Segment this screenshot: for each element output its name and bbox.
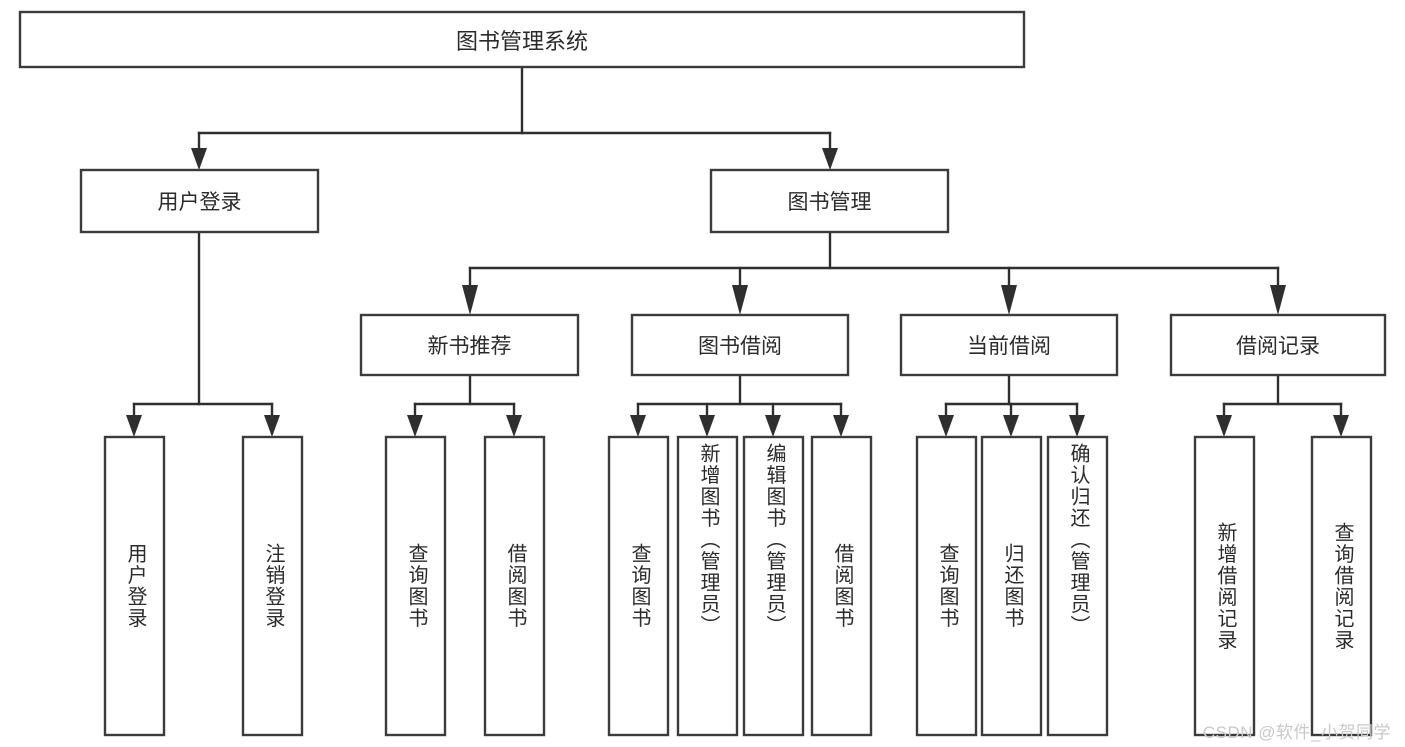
node-box-book-borrow[interactable] <box>630 313 850 377</box>
connector-bookmanage-to-level3 <box>462 230 1286 315</box>
node-box-leaf-user-login[interactable] <box>103 435 166 737</box>
node-box-current-borrow[interactable] <box>899 313 1119 377</box>
connector-userlogin-to-leaves <box>126 230 280 437</box>
node-box-leaf-confirm-return[interactable] <box>1046 435 1109 737</box>
node-box-leaf-add-record[interactable] <box>1193 435 1256 737</box>
connector-currentborrow-to-leaves <box>938 373 1085 437</box>
node-box-leaf-user-logout[interactable] <box>241 435 304 737</box>
node-box-leaf-query-book-1[interactable] <box>384 435 447 737</box>
node-box-root[interactable] <box>18 10 1026 69</box>
node-box-user-login[interactable] <box>79 168 320 234</box>
node-box-new-book-rec[interactable] <box>359 313 580 377</box>
node-box-leaf-query-book-3[interactable] <box>915 435 978 737</box>
node-box-leaf-edit-book[interactable] <box>742 435 805 737</box>
node-box-leaf-return-book[interactable] <box>980 435 1043 737</box>
node-box-leaf-query-book-2[interactable] <box>607 435 670 737</box>
connector-borrowrecord-to-leaves <box>1216 373 1349 437</box>
node-box-leaf-add-book[interactable] <box>676 435 739 737</box>
connector-bookborrow-to-leaves <box>630 373 849 437</box>
node-box-borrow-record[interactable] <box>1169 313 1387 377</box>
node-box-leaf-borrow-book-1[interactable] <box>483 435 546 737</box>
connector-newbookrec-to-leaves <box>407 373 522 437</box>
node-box-leaf-query-record[interactable] <box>1310 435 1373 737</box>
node-box-book-manage[interactable] <box>709 168 950 234</box>
connector-root-to-level2 <box>191 65 838 170</box>
node-box-leaf-borrow-book-2[interactable] <box>810 435 873 737</box>
